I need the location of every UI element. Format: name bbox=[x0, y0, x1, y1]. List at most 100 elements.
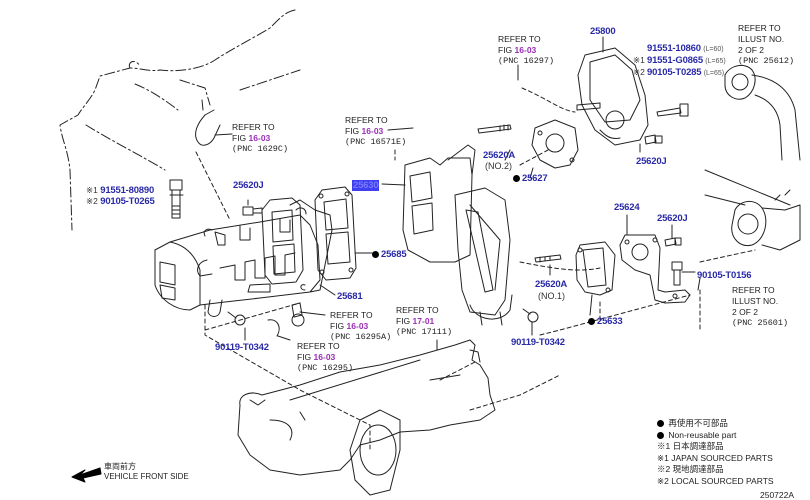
part-25630[interactable]: 25630 bbox=[352, 180, 380, 191]
source-mark: ※1 bbox=[86, 185, 98, 195]
ref-pnc-1629c[interactable]: REFER TO FIG 16-03 (PNC 1629C) bbox=[232, 122, 288, 155]
part-25620J-right[interactable]: 25620J bbox=[657, 213, 688, 224]
source-mark: ※2 bbox=[633, 67, 645, 77]
bolt-left-long bbox=[169, 179, 183, 219]
bolt-length: (L=60) bbox=[703, 46, 724, 53]
dashed-guides bbox=[195, 87, 756, 451]
ref-fig-line: FIG 16-03 bbox=[330, 321, 391, 332]
ref-illust-25601[interactable]: REFER TO ILLUST NO. 2 OF 2 (PNC 25601) bbox=[732, 285, 788, 329]
part-25620A-no1[interactable]: 25620A bbox=[535, 279, 568, 290]
egr-pipe-top-right bbox=[724, 64, 801, 161]
legend-text: 日本調達部品 bbox=[672, 441, 724, 451]
ref-line: REFER TO bbox=[738, 23, 781, 33]
ref-fig-link[interactable]: 16-03 bbox=[248, 133, 271, 143]
egr-valve-25630 bbox=[402, 144, 513, 326]
legend-text: 現地調達部品 bbox=[672, 464, 724, 474]
ref-pnc-16297[interactable]: REFER TO FIG 16-03 (PNC 16297) bbox=[498, 34, 554, 67]
part-91551-80890[interactable]: 91551-80890 bbox=[100, 185, 155, 196]
part-25624[interactable]: 25624 bbox=[614, 202, 640, 213]
part-25627[interactable]: 25627 bbox=[513, 173, 548, 184]
non-reusable-dot bbox=[588, 318, 595, 325]
ref-fig-line: FIG 16-03 bbox=[345, 126, 406, 137]
bolt-90119-right bbox=[522, 308, 539, 323]
legend-row: ※2 LOCAL SOURCED PARTS bbox=[657, 476, 774, 488]
bolt-group-left-row: ※2 90105-T0265 bbox=[86, 196, 155, 207]
ref-illust-25612[interactable]: REFER TO ILLUST NO. 2 OF 2 (PNC 25612) bbox=[738, 23, 794, 67]
ref-fig-link[interactable]: 16-03 bbox=[514, 45, 537, 55]
bolt-length: (L=65) bbox=[705, 58, 726, 65]
non-reusable-dot bbox=[657, 431, 664, 439]
ref-fig-prefix: FIG bbox=[345, 126, 362, 136]
part-25685-number: 25685 bbox=[381, 249, 407, 260]
ref-line: REFER TO bbox=[232, 122, 275, 132]
legend-symbol: ※2 bbox=[657, 464, 671, 474]
part-90105-T0285[interactable]: 90105-T0285 bbox=[647, 67, 702, 78]
front-label-jp: 車両前方 bbox=[104, 462, 136, 471]
ref-line: REFER TO bbox=[330, 310, 373, 320]
ref-pnc: (PNC 16295) bbox=[297, 363, 354, 373]
part-25685[interactable]: 25685 bbox=[372, 249, 407, 260]
legend: 再使用不可部品 Non-reusable part ※1 日本調達部品 ※1 J… bbox=[657, 418, 774, 487]
ref-pnc-17111[interactable]: REFER TO FIG 17-01 (PNC 17111) bbox=[396, 305, 452, 338]
part-25800[interactable]: 25800 bbox=[590, 26, 616, 37]
legend-row: ※2 現地調達部品 bbox=[657, 464, 774, 476]
ref-fig-link[interactable]: 16-03 bbox=[313, 352, 336, 362]
bolt-25620J-top bbox=[644, 134, 663, 145]
bolt-group-left-row: ※1 91551-80890 bbox=[86, 185, 155, 196]
legend-row: Non-reusable part bbox=[657, 430, 774, 442]
ref-fig-link[interactable]: 16-03 bbox=[361, 126, 384, 136]
legend-text: JAPAN SOURCED PARTS bbox=[671, 452, 773, 463]
source-mark: ※1 bbox=[633, 55, 645, 65]
ref-fig-prefix: FIG bbox=[330, 321, 347, 331]
bolt-group-left: ※1 91551-80890 ※2 90105-T0265 bbox=[86, 185, 155, 207]
part-91551-10860[interactable]: 91551-10860 bbox=[647, 43, 701, 54]
leader-lines bbox=[169, 36, 701, 351]
front-arrow bbox=[71, 467, 102, 483]
ref-line: REFER TO bbox=[297, 341, 340, 351]
part-25620J-left[interactable]: 25620J bbox=[233, 180, 264, 191]
part-25681[interactable]: 25681 bbox=[337, 291, 363, 302]
ref-pnc: (PNC 17111) bbox=[396, 327, 453, 337]
ref-fig-line: FIG 16-03 bbox=[232, 133, 288, 144]
part-25633[interactable]: 25633 bbox=[588, 316, 623, 327]
ref-fig-prefix: FIG bbox=[232, 133, 249, 143]
part-25620J-top[interactable]: 25620J bbox=[636, 156, 667, 167]
non-reusable-dot bbox=[657, 420, 664, 427]
part-25620A-no1-sub: (NO.1) bbox=[538, 291, 565, 301]
legend-text: Non-reusable part bbox=[668, 429, 737, 440]
legend-row: ※1 JAPAN SOURCED PARTS bbox=[657, 453, 774, 465]
ref-pnc-16295[interactable]: REFER TO FIG 16-03 (PNC 16295) bbox=[297, 341, 353, 374]
ref-line: REFER TO bbox=[732, 285, 775, 295]
ref-pnc: (PNC 16571E) bbox=[345, 137, 407, 147]
part-91551-G0865[interactable]: 91551-G0865 bbox=[647, 55, 703, 66]
ref-pnc: (PNC 25612) bbox=[738, 56, 795, 66]
part-25620A-no2[interactable]: 25620A bbox=[483, 150, 516, 161]
source-mark: ※2 bbox=[86, 196, 98, 206]
ref-fig-prefix: FIG bbox=[297, 352, 314, 362]
ref-pnc: (PNC 1629C) bbox=[232, 144, 289, 154]
ref-line: REFER TO bbox=[345, 115, 388, 125]
part-90105-T0265[interactable]: 90105-T0265 bbox=[100, 196, 155, 207]
ref-fig-prefix: FIG bbox=[498, 45, 515, 55]
ref-fig-line: FIG 17-01 bbox=[396, 316, 452, 327]
part-90119-T0342-left[interactable]: 90119-T0342 bbox=[215, 342, 269, 353]
intake-manifold bbox=[237, 339, 496, 496]
ref-fig-link[interactable]: 17-01 bbox=[412, 316, 435, 326]
legend-text: LOCAL SOURCED PARTS bbox=[671, 475, 774, 486]
ref-pnc-16295a[interactable]: REFER TO FIG 16-03 (PNC 16295A) bbox=[330, 310, 391, 343]
ref-line: 2 OF 2 bbox=[732, 307, 758, 317]
ref-line: REFER TO bbox=[498, 34, 541, 44]
stud-25620A-no2 bbox=[477, 124, 512, 134]
part-90119-T0342-right[interactable]: 90119-T0342 bbox=[511, 337, 565, 348]
gasket-25685 bbox=[314, 186, 357, 281]
bolt-group-top-row: 91551-10860 (L=60) bbox=[633, 43, 726, 55]
part-90105-T0156[interactable]: 90105-T0156 bbox=[697, 270, 752, 281]
front-label-en: VEHICLE FRONT SIDE bbox=[104, 472, 189, 481]
ref-fig-link[interactable]: 16-03 bbox=[346, 321, 369, 331]
ref-line: 2 OF 2 bbox=[738, 45, 764, 55]
bolt-25620J-left bbox=[242, 199, 263, 216]
ref-pnc-16571e[interactable]: REFER TO FIG 16-03 (PNC 16571E) bbox=[345, 115, 406, 148]
